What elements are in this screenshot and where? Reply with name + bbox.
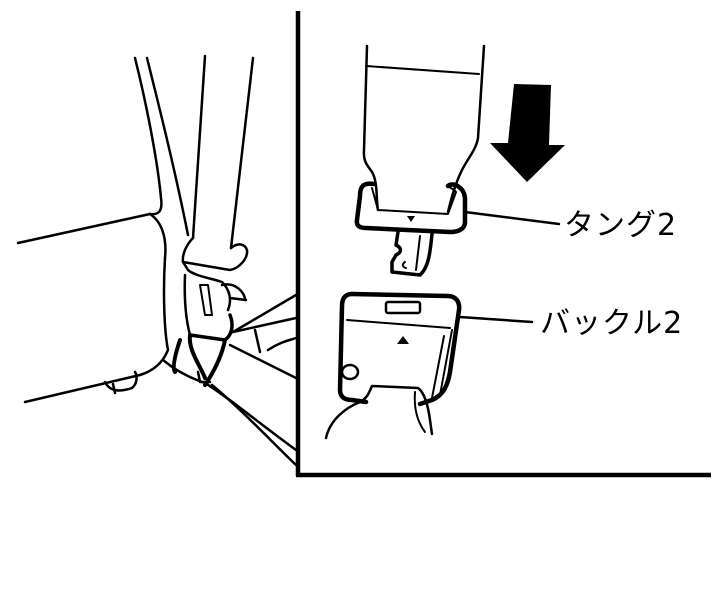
tongue-leader-line xyxy=(463,210,561,226)
inset-frame xyxy=(295,11,711,478)
tongue-mark-icon xyxy=(407,216,415,222)
arrow-down-icon xyxy=(490,84,565,182)
tongue-callout-label: タング2 xyxy=(564,208,678,243)
seat-overview xyxy=(16,56,298,467)
tongue-buckle-overview xyxy=(171,236,249,387)
buckle-callout-label: バックル2 xyxy=(540,306,684,341)
buckle-leader-line xyxy=(458,315,534,324)
tongue-illustration xyxy=(354,44,486,277)
inset-pointer xyxy=(231,293,298,334)
belt-webbing-overview xyxy=(191,54,255,250)
buckle-illustration xyxy=(324,291,462,440)
buckle-mark-icon xyxy=(397,336,409,344)
